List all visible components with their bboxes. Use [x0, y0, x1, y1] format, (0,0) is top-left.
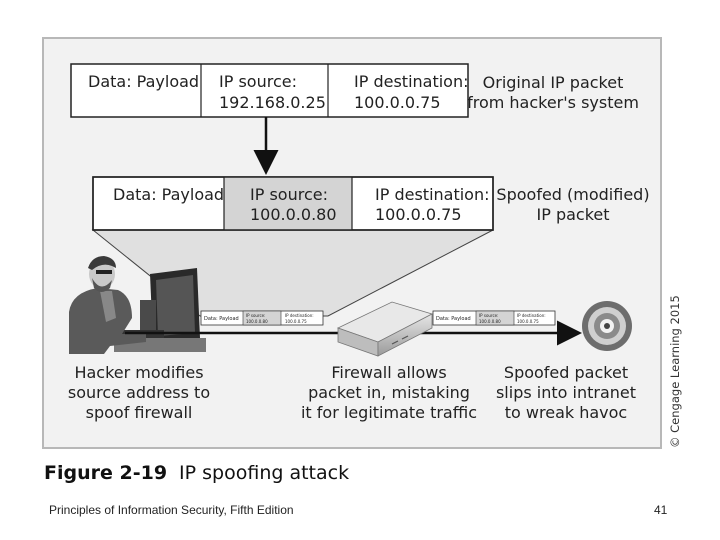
mini-dest-label: IP destination:: [285, 313, 314, 318]
original-caption-line2: from hacker's system: [467, 93, 639, 112]
mini-dest-label-2: IP destination:: [517, 313, 546, 318]
svg-text:packet in, mistaking: packet in, mistaking: [308, 383, 470, 402]
firewall-caption: Firewall allows packet in, mistaking it …: [301, 363, 477, 422]
spoofed-dest-label: IP destination:: [375, 185, 490, 204]
copyright-notice: © Cengage Learning 2015: [668, 295, 682, 448]
svg-text:it for legitimate traffic: it for legitimate traffic: [301, 403, 477, 422]
mini-source-label-2: IP source:: [479, 313, 499, 318]
figure-number: Figure 2-19: [44, 462, 168, 484]
mini-packet-inbound: Data: Payload IP source: 100.0.0.80 IP d…: [200, 310, 324, 326]
spoofed-caption-line1: Spoofed (modified): [496, 185, 649, 204]
svg-text:Hacker modifies: Hacker modifies: [74, 363, 203, 382]
spoofed-source-value: 100.0.0.80: [250, 205, 337, 224]
figure-caption: Figure 2-19 IP spoofing attack: [44, 462, 349, 484]
spoofed-caption-line2: IP packet: [536, 205, 609, 224]
svg-text:to wreak havoc: to wreak havoc: [505, 403, 627, 422]
target-caption: Spoofed packet slips into intranet to wr…: [496, 363, 636, 422]
spoofed-source-label: IP source:: [250, 185, 328, 204]
mini-dest-value: 100.0.0.75: [285, 319, 307, 324]
svg-text:source address to: source address to: [68, 383, 210, 402]
original-payload-label: Data: Payload: [88, 72, 199, 91]
original-source-value: 192.168.0.25: [219, 93, 326, 112]
page-number: 41: [654, 503, 668, 517]
target-bullseye-icon: [582, 301, 632, 351]
footer-book-title: Principles of Information Security, Fift…: [49, 503, 294, 517]
spoofed-dest-value: 100.0.0.75: [375, 205, 462, 224]
figure-title: IP spoofing attack: [179, 462, 350, 484]
mini-source-value: 100.0.0.80: [246, 319, 268, 324]
hacker-at-computer-icon: [69, 256, 206, 354]
mini-packet-outbound: Data: Payload IP source: 100.0.0.80 IP d…: [432, 310, 556, 326]
mini-source-value-2: 100.0.0.80: [479, 319, 501, 324]
svg-text:Spoofed packet: Spoofed packet: [504, 363, 628, 382]
mini-dest-value-2: 100.0.0.75: [517, 319, 539, 324]
original-packet: Data: Payload IP source: 192.168.0.25 IP…: [70, 63, 469, 118]
mini-payload-label: Data: Payload: [204, 316, 239, 322]
svg-text:spoof firewall: spoof firewall: [86, 403, 193, 422]
mini-source-label: IP source:: [246, 313, 266, 318]
original-source-label: IP source:: [219, 72, 297, 91]
spoofed-packet: Data: Payload IP source: 100.0.0.80 IP d…: [92, 176, 494, 231]
spoofed-payload-label: Data: Payload: [113, 185, 224, 204]
hacker-caption: Hacker modifies source address to spoof …: [68, 363, 210, 422]
svg-text:Firewall allows: Firewall allows: [331, 363, 446, 382]
firewall-appliance-icon: [336, 301, 434, 357]
original-dest-label: IP destination:: [354, 72, 469, 91]
original-dest-value: 100.0.0.75: [354, 93, 441, 112]
mini-payload-label-2: Data: Payload: [436, 316, 471, 322]
original-caption-line1: Original IP packet: [483, 73, 624, 92]
svg-text:slips into intranet: slips into intranet: [496, 383, 636, 402]
